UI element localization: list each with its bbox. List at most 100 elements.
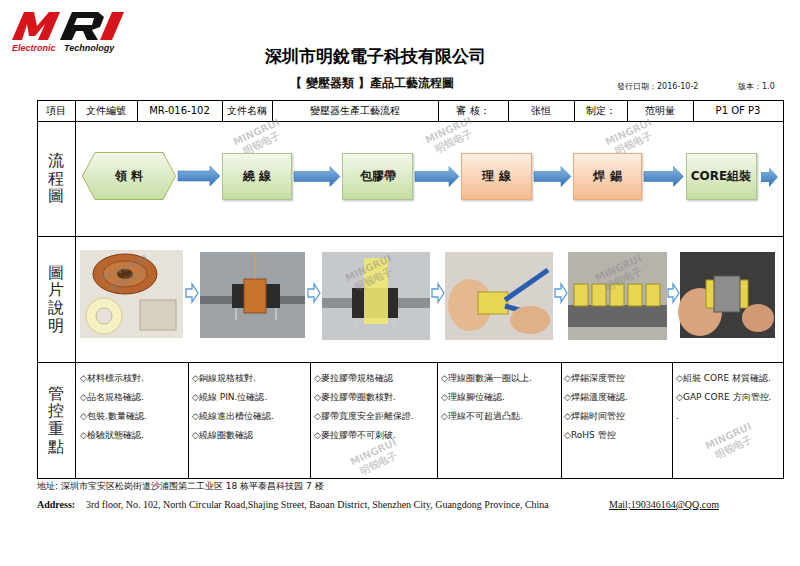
process-box: CORE組裝: [686, 153, 757, 200]
control-point: ◇焊錫时间管控: [564, 411, 669, 422]
photo-arrows: [308, 284, 320, 302]
subtitle: 【 變壓器類 】產品工藝流程圖: [290, 76, 454, 90]
control-point: ◇品名規格確認.: [80, 392, 185, 403]
table-grid: [37, 121, 784, 122]
header-cell: 文件名稱: [222, 100, 272, 121]
photo-materials: [86, 298, 122, 334]
row-label: 流程圖: [48, 152, 64, 205]
brand-text: Electronic: [12, 43, 56, 54]
photo-soldering: [574, 284, 588, 306]
control-point: ◇焊錫深度管控: [564, 373, 669, 384]
photo-winding: [200, 252, 305, 338]
photo-winding: [254, 252, 256, 279]
header-cell: 項目: [37, 100, 75, 121]
control-point: ◇麥拉膠帶不可刺破.: [314, 430, 434, 441]
table-grid: [75, 100, 76, 478]
table-grid: [574, 100, 575, 121]
address-cn: 地址: 深圳市宝安区松岗街道沙浦围第二工业区 18 栋平泰昌科技园 7 楼: [37, 481, 324, 492]
process-box: 領 料: [82, 152, 176, 200]
table-grid: [222, 100, 223, 121]
control-point: ◇麥拉膠帶規格確認: [314, 373, 434, 384]
table-grid: [37, 236, 784, 237]
photo-materials: [140, 300, 176, 330]
process-box: 理 線: [461, 153, 532, 200]
control-point: ◇繞線進出槽位確認.: [192, 411, 307, 422]
step-label: 領 料: [115, 168, 143, 185]
company-logo: [60, 12, 104, 40]
flow-arrow: [644, 167, 684, 187]
photo-winding: [235, 308, 237, 320]
table-grid: [437, 362, 438, 478]
table-grid: [37, 100, 784, 479]
table-grid: [508, 100, 509, 121]
photo-wire-trim: [445, 252, 553, 340]
photo-soldering: [568, 305, 667, 327]
step-label: 焊 錫: [593, 168, 621, 185]
header-cell: 文件編號: [75, 100, 137, 121]
photo-taping: [355, 318, 357, 332]
table-grid: [310, 362, 311, 478]
header-cell: 范明量: [627, 100, 693, 121]
table-grid: [672, 362, 673, 478]
issue-date: 發行日期：2016-10-2: [617, 82, 698, 92]
watermark: MINGRUI 明锐电子: [698, 418, 764, 466]
table-grid: [188, 362, 189, 478]
table-grid: [137, 100, 138, 121]
company-logo: [74, 18, 94, 25]
company-logo: [12, 12, 124, 40]
header-cell: 審 核：: [438, 100, 508, 121]
control-point: ◇檢驗狀態確認.: [80, 430, 185, 441]
row-label: 管控重點: [48, 385, 64, 455]
photo-core-assembly: [678, 252, 775, 338]
process-box: 繞 線: [222, 153, 292, 200]
photo-wire-trim: [478, 292, 508, 314]
photo-core-assembly: [714, 276, 740, 312]
photo-materials: [96, 308, 112, 324]
version: 版本：1.0: [738, 82, 775, 92]
control-point: ◇焊錫溫度確認.: [564, 392, 669, 403]
step-label: 包膠帶: [360, 168, 396, 185]
control-point: ◇理線圈數滿一圈以上.: [441, 373, 558, 384]
photo-core-assembly: [742, 304, 774, 332]
table-grid: [561, 362, 562, 478]
company-logo: [100, 12, 124, 40]
header-cell: 制定：: [574, 100, 627, 121]
process-box: 焊 錫: [573, 153, 642, 200]
photo-winding: [275, 308, 277, 320]
flow-arrow: [415, 167, 459, 187]
step-label: 理 線: [482, 168, 510, 185]
control-point: ◇理線腳位確認.: [441, 392, 558, 403]
flow-arrow: [534, 167, 571, 187]
header-cell: MR-016-102: [137, 100, 222, 121]
email: Mail;190346164@QQ.com: [609, 499, 719, 511]
photo-arrows: [186, 284, 198, 302]
control-point: ◇理線不可超過凸點.: [441, 411, 558, 422]
company-logo: [12, 12, 60, 40]
control-point: ◇麥拉膠帶圈數核對.: [314, 392, 434, 403]
control-point: ◇銅線規格核對.: [192, 373, 307, 384]
photo-wire-trim: [445, 252, 553, 340]
photo-winding: [244, 279, 266, 313]
photo-arrows: [555, 284, 567, 302]
row-label: 圖片說明: [48, 264, 64, 334]
hexagon-outline: [83, 153, 176, 200]
page-title: 深圳市明銳電子科技有限公司: [265, 46, 486, 66]
control-point: ◇繞線 PIN.位確認.: [192, 392, 307, 403]
photo-wire-trim: [510, 306, 550, 334]
control-point: ◇組裝 CORE 材質確認.: [676, 373, 780, 384]
flow-arrow: [294, 167, 340, 187]
photo-winding: [200, 252, 305, 338]
table-grid: [627, 100, 628, 121]
address-label: Address:: [37, 499, 75, 511]
photo-materials: [80, 250, 183, 338]
photo-soldering: [646, 284, 660, 306]
control-point: ◇GAP CORE 方向管控.: [676, 392, 780, 403]
step-label: CORE組裝: [691, 168, 751, 185]
photo-soldering: [628, 284, 642, 306]
brand-text: Technology: [64, 43, 114, 54]
header-cell: 张恒: [508, 100, 574, 121]
control-point: ◇包裝.數量確認.: [80, 411, 185, 422]
table-grid: [693, 100, 694, 121]
step-label: 繞 線: [243, 168, 271, 185]
